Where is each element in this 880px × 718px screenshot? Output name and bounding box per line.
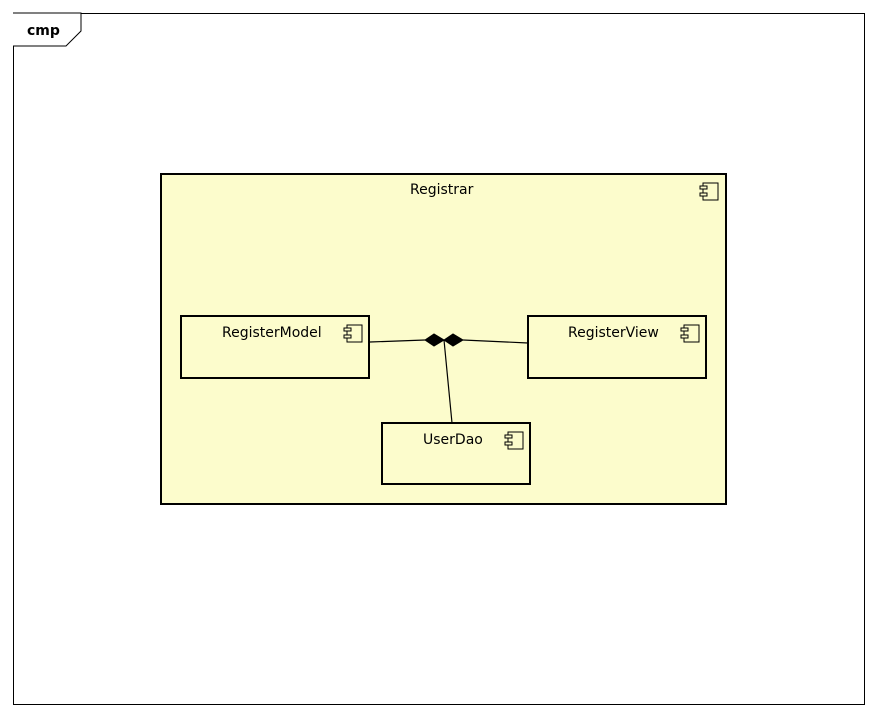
- connector-view[interactable]: [462, 339, 529, 344]
- registermodel-component[interactable]: [180, 315, 370, 379]
- connector-model[interactable]: [369, 339, 426, 343]
- diagram-frame: [13, 13, 865, 705]
- registrar-label: Registrar: [410, 182, 474, 198]
- component-icon: [699, 182, 719, 201]
- registerview-label: RegisterView: [568, 325, 659, 341]
- component-icon: [504, 431, 524, 450]
- userdao-component[interactable]: [381, 422, 531, 485]
- composition-diamond-right: [443, 333, 464, 347]
- component-icon: [680, 324, 700, 343]
- frame-label: cmp: [27, 23, 60, 39]
- frame-tab: [13, 12, 82, 47]
- registerview-component[interactable]: [527, 315, 707, 379]
- connector-dao[interactable]: [443, 339, 453, 424]
- component-icon: [343, 324, 363, 343]
- registermodel-label: RegisterModel: [222, 325, 322, 341]
- userdao-label: UserDao: [423, 432, 483, 448]
